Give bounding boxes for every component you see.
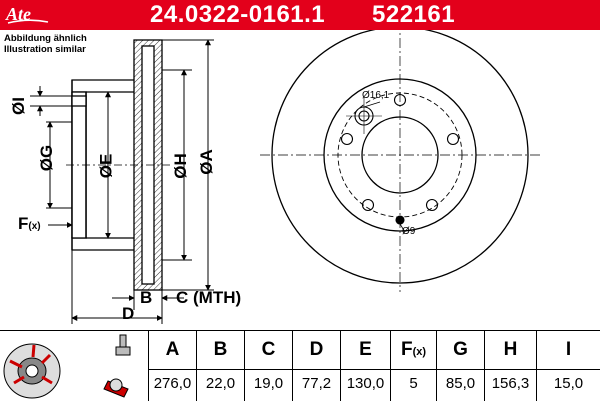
spec-col-c: C 19,0: [244, 331, 292, 401]
dim-label-d: D: [122, 304, 135, 323]
spec-head-e: E: [359, 339, 372, 360]
spec-head-f: F(x): [391, 335, 436, 365]
svg-text:Ate: Ate: [5, 4, 31, 24]
spec-head-b: B: [213, 339, 228, 360]
dim-label-i: ØI: [8, 97, 28, 115]
spec-value-a: 276,0: [149, 369, 196, 398]
spec-head-a: A: [165, 339, 180, 360]
caption-english: Illustration similar: [4, 44, 86, 55]
technical-drawing: [30, 30, 540, 324]
dim-label-h: ØH: [170, 153, 190, 179]
spec-head-h: H: [503, 339, 518, 360]
spec-value-h: 156,3: [485, 369, 536, 398]
spec-col-e: E 130,0: [340, 331, 390, 401]
pin-hole-label: Ø9: [402, 226, 416, 237]
spec-head-d: D: [309, 339, 324, 360]
spec-col-a: A 276,0: [148, 331, 196, 401]
caption-german: Abbildung ähnlich: [4, 33, 87, 44]
spec-head-c: C: [261, 339, 276, 360]
spec-col-f: F(x) 5: [390, 331, 436, 401]
spec-col-b: B 22,0: [196, 331, 244, 401]
header-bar: Ate 24.0322-0161.1 522161: [0, 0, 600, 30]
dim-label-c: C (MTH): [176, 288, 242, 307]
spec-col-d: D 77,2: [292, 331, 340, 401]
part-number: 24.0322-0161.1: [150, 1, 326, 28]
spec-col-h: H 156,3: [484, 331, 536, 401]
dim-label-b: B: [140, 288, 153, 307]
dim-label-f-letter: F: [18, 214, 29, 233]
bolt-holes: [340, 93, 460, 225]
spec-col-i: I 15,0: [536, 331, 600, 401]
ate-logo: Ate: [5, 4, 49, 24]
spec-table: A 276,0 B 22,0 C 19,0 D 77,2 E 130,0 F(x…: [0, 330, 600, 401]
spec-value-e: 130,0: [341, 369, 390, 398]
spec-value-d: 77,2: [293, 369, 340, 398]
dim-label-f: F(x): [18, 214, 41, 234]
dim-label-a: ØA: [196, 149, 216, 175]
disc-thumbnail-icon: [3, 334, 131, 399]
spec-head-f-letter: F: [400, 339, 413, 360]
spec-value-g: 85,0: [437, 369, 484, 398]
spec-columns: A 276,0 B 22,0 C 19,0 D 77,2 E 130,0 F(x…: [148, 330, 600, 401]
reference-number: 522161: [372, 1, 456, 28]
disc-cross-section: [66, 39, 170, 291]
spec-value-b: 22,0: [197, 369, 244, 398]
dimension-lines: [30, 39, 214, 324]
dim-label-g: ØG: [37, 144, 57, 172]
disc-front-view: [260, 30, 540, 292]
spec-head-g: G: [453, 339, 468, 360]
spec-head-i: I: [565, 339, 572, 360]
spec-col-g: G 85,0: [436, 331, 484, 401]
spec-value-c: 19,0: [245, 369, 292, 398]
dim-label-f-sub: (x): [28, 221, 41, 232]
spec-head-f-sub: (x): [412, 346, 427, 358]
bolt-hole-label: Ø16,1: [362, 90, 390, 101]
spec-value-f: 5: [391, 369, 436, 398]
dim-label-e: ØE: [96, 153, 116, 179]
product-thumbnail: [0, 330, 148, 401]
spec-value-i: 15,0: [537, 369, 600, 398]
